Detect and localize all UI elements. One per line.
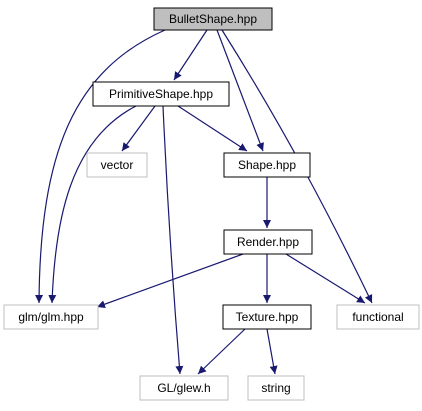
edge-texture-to-glew: [197, 328, 246, 375]
node-label-glew: GL/glew.h: [157, 381, 210, 395]
node-box-glm: [3, 304, 99, 330]
node-texture[interactable]: Texture.hpp: [222, 304, 312, 330]
node-glew[interactable]: GL/glew.h: [139, 375, 229, 401]
node-label-functional: functional: [352, 310, 403, 324]
edge-primitive-to-shape: [177, 105, 248, 152]
edges-layer: [35, 29, 373, 375]
edge-primitive-to-vector: [121, 105, 156, 152]
node-box-texture: [222, 304, 312, 330]
node-label-primitive: PrimitiveShape.hpp: [109, 87, 213, 101]
edge-primitive-to-glm: [48, 105, 137, 304]
edge-bullet-to-glm: [35, 29, 166, 304]
node-box-bullet: [153, 7, 273, 31]
node-box-primitive: [92, 81, 230, 107]
node-render[interactable]: Render.hpp: [223, 229, 313, 255]
node-bullet[interactable]: BulletShape.hpp: [153, 7, 273, 31]
edge-render-to-glm: [96, 253, 244, 309]
node-box-glew: [139, 375, 229, 401]
edge-texture-to-string: [266, 328, 278, 375]
node-label-glm: glm/glm.hpp: [18, 310, 84, 324]
node-glm[interactable]: glm/glm.hpp: [3, 304, 99, 330]
node-label-texture: Texture.hpp: [236, 310, 299, 324]
edge-primitive-to-glew: [162, 105, 184, 375]
node-label-shape: Shape.hpp: [238, 158, 296, 172]
node-functional[interactable]: functional: [336, 304, 420, 330]
node-box-shape: [223, 152, 311, 178]
node-box-string: [247, 375, 305, 401]
node-box-vector: [86, 152, 148, 178]
node-label-render: Render.hpp: [237, 235, 299, 249]
node-shape[interactable]: Shape.hpp: [223, 152, 311, 178]
node-box-render: [223, 229, 313, 255]
edge-bullet-to-primitive: [173, 29, 208, 81]
edge-render-to-functional: [285, 253, 366, 304]
edge-bullet-to-shape: [216, 29, 264, 152]
node-label-vector: vector: [101, 158, 134, 172]
node-vector[interactable]: vector: [86, 152, 148, 178]
node-box-functional: [336, 304, 420, 330]
node-label-string: string: [261, 381, 290, 395]
node-primitive[interactable]: PrimitiveShape.hpp: [92, 81, 230, 107]
node-string[interactable]: string: [247, 375, 305, 401]
node-label-bullet: BulletShape.hpp: [169, 12, 257, 26]
